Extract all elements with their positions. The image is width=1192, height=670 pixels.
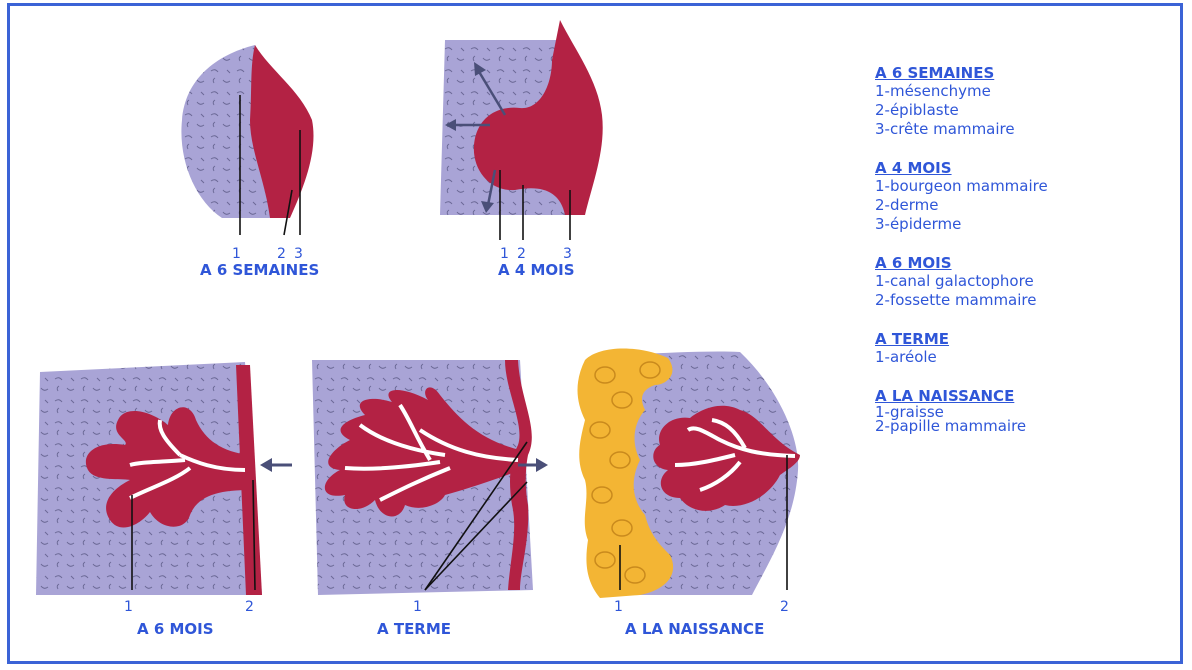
panel-caption: A 4 MOIS <box>498 261 575 279</box>
legend-heading: A 4 MOIS <box>875 159 1175 177</box>
legend-item: 1-mésenchyme <box>875 82 1175 101</box>
label-number: 1 <box>500 246 509 262</box>
legend-item: 3-crête mammaire <box>875 120 1175 139</box>
label-number: 1 <box>124 599 133 615</box>
legend-item: 3-épiderme <box>875 215 1175 234</box>
legend: A 6 SEMAINES 1-mésenchyme 2-épiblaste 3-… <box>875 64 1175 453</box>
panel-6-semaines: 1 2 3 A 6 SEMAINES <box>181 45 319 279</box>
panel-caption: A TERME <box>377 620 451 638</box>
legend-item: 1-aréole <box>875 348 1175 367</box>
legend-group-6-semaines: A 6 SEMAINES 1-mésenchyme 2-épiblaste 3-… <box>875 64 1175 139</box>
label-number: 3 <box>563 246 572 262</box>
legend-item: 1-canal galactophore <box>875 272 1175 291</box>
legend-item: 2-derme <box>875 196 1175 215</box>
panel-caption: A 6 MOIS <box>137 620 214 638</box>
legend-item: 2-fossette mammaire <box>875 291 1175 310</box>
label-number: 2 <box>277 246 286 262</box>
panel-6-mois: 1 2 A 6 MOIS <box>36 362 292 638</box>
label-number: 2 <box>517 246 526 262</box>
label-number: 3 <box>294 246 303 262</box>
panel-a-terme: 1 A TERME <box>312 360 548 638</box>
legend-heading: A 6 MOIS <box>875 254 1175 272</box>
legend-group-4-mois: A 4 MOIS 1-bourgeon mammaire 2-derme 3-é… <box>875 159 1175 234</box>
legend-heading: A 6 SEMAINES <box>875 64 1175 82</box>
label-number: 1 <box>232 246 241 262</box>
panel-4-mois: 1 2 3 A 4 MOIS <box>440 20 603 279</box>
legend-item: 2-papille mammaire <box>875 419 1175 433</box>
legend-group-a-terme: A TERME 1-aréole <box>875 330 1175 367</box>
label-number: 1 <box>614 599 623 615</box>
panel-caption: A LA NAISSANCE <box>625 620 764 638</box>
arrow-head <box>536 458 548 472</box>
label-number: 1 <box>413 599 422 615</box>
legend-item: 2-épiblaste <box>875 101 1175 120</box>
panel-a-la-naissance: 1 2 A LA NAISSANCE <box>578 348 801 638</box>
arrow-head <box>260 458 272 472</box>
label-number: 2 <box>780 599 789 615</box>
label-number: 2 <box>245 599 254 615</box>
legend-group-6-mois: A 6 MOIS 1-canal galactophore 2-fossette… <box>875 254 1175 310</box>
legend-heading: A TERME <box>875 330 1175 348</box>
panel-caption: A 6 SEMAINES <box>200 261 319 279</box>
legend-group-a-la-naissance: A LA NAISSANCE 1-graisse 2-papille mamma… <box>875 387 1175 433</box>
legend-item: 1-bourgeon mammaire <box>875 177 1175 196</box>
